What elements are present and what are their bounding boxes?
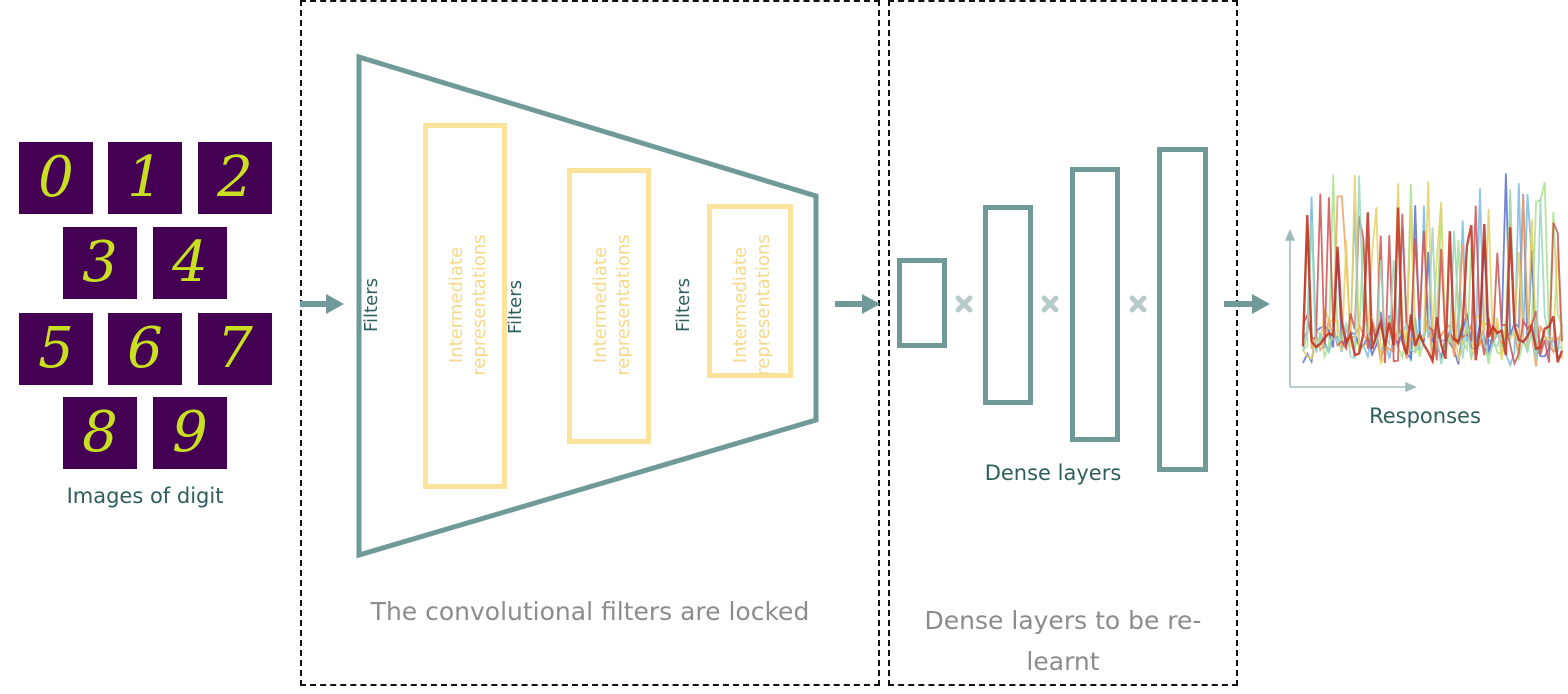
- digit-image-9: 9: [153, 397, 227, 469]
- digit-glyph: 7: [217, 316, 253, 381]
- digit-glyph: 4: [172, 230, 208, 295]
- dense-layer-box-1: [897, 258, 947, 348]
- filters-label: Filters: [505, 280, 526, 334]
- digit-image-2: 2: [198, 142, 272, 214]
- multiply-icon: [955, 295, 973, 313]
- digit-image-8: 8: [63, 397, 137, 469]
- intermediate-representations-label: Intermediate representations: [729, 225, 775, 385]
- response-trace: [1302, 174, 1563, 366]
- intermediate-box-3: [707, 204, 793, 378]
- intermediate-box-1: [423, 123, 507, 489]
- response-trace: [1302, 175, 1563, 365]
- ir-line-1: Intermediate: [730, 246, 751, 364]
- digit-image-3: 3: [63, 227, 137, 299]
- dense-relearn-line-1: Dense layers to be re-: [924, 606, 1202, 635]
- dense-section-frame: [888, 0, 1238, 686]
- arrow-right-icon: [1224, 294, 1270, 314]
- digit-glyph: 2: [217, 145, 253, 210]
- digit-glyph: 9: [172, 400, 208, 465]
- conv-section-frame: [300, 0, 880, 686]
- digit-image-7: 7: [198, 313, 272, 385]
- digit-image-6: 6: [108, 313, 182, 385]
- intermediate-representations-label: Intermediate representations: [445, 225, 491, 385]
- filters-label: Filters: [673, 278, 694, 332]
- dense-layer-box-2: [983, 205, 1033, 405]
- digit-glyph: 3: [82, 230, 118, 295]
- digit-image-0: 0: [19, 142, 93, 214]
- multiply-icon: [1129, 295, 1147, 313]
- digit-glyph: 0: [38, 145, 74, 210]
- digit-image-4: 4: [153, 227, 227, 299]
- responses-label: Responses: [1369, 404, 1481, 428]
- arrow-right-icon: [300, 294, 344, 314]
- ir-line-2: representations: [469, 234, 490, 376]
- multiply-icon: [1041, 295, 1059, 313]
- dense-relearn-caption: Dense layers to be re- learnt: [890, 600, 1236, 682]
- dense-layers-label: Dense layers: [984, 461, 1122, 485]
- ir-line-1: Intermediate: [446, 246, 467, 364]
- axes-icon: [1284, 229, 1417, 393]
- digit-glyph: 5: [38, 316, 74, 381]
- digit-image-1: 1: [108, 142, 182, 214]
- dense-layer-box-3: [1070, 167, 1120, 442]
- digit-glyph: 1: [127, 145, 163, 210]
- ir-line-2: representations: [753, 234, 774, 376]
- intermediate-representations-label: Intermediate representations: [589, 225, 635, 385]
- filters-label: Filters: [361, 278, 382, 332]
- digit-image-5: 5: [19, 313, 93, 385]
- digit-glyph: 8: [82, 400, 118, 465]
- intermediate-box-2: [567, 168, 651, 444]
- dense-relearn-line-2: learnt: [1026, 647, 1100, 676]
- digit-glyph: 6: [127, 316, 163, 381]
- conv-funnel-shape: [356, 53, 819, 559]
- response-plot: [1301, 173, 1564, 368]
- arrow-right-icon: [835, 294, 880, 314]
- conv-locked-caption: The convolutional filters are locked: [370, 597, 810, 626]
- ir-line-1: Intermediate: [590, 246, 611, 364]
- response-trace: [1302, 193, 1563, 367]
- response-trace: [1301, 207, 1564, 366]
- images-of-digit-label: Images of digit: [66, 484, 224, 508]
- ir-line-2: representations: [613, 234, 634, 376]
- dense-layer-box-4: [1157, 147, 1208, 472]
